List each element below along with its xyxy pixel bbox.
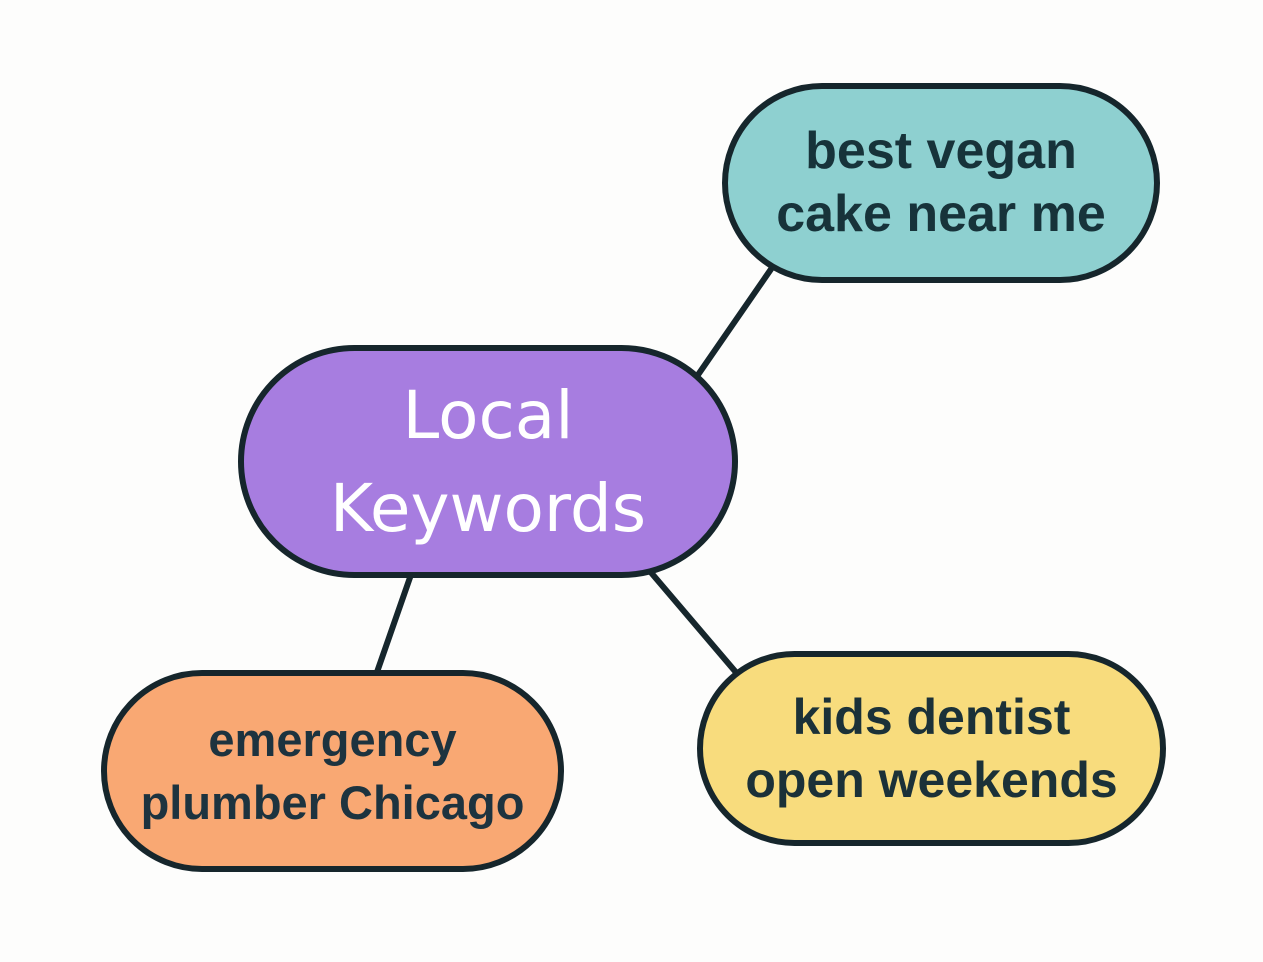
node-emergency-plumber-chicago-line-2: plumber Chicago <box>140 776 525 829</box>
node-best-vegan-cake-near-me: best vegan cake near me <box>722 83 1160 283</box>
node-best-vegan-cake-near-me-line-1: best vegan <box>805 122 1077 180</box>
node-local-keywords-line-2: Keywords <box>329 469 647 547</box>
node-emergency-plumber-chicago-line-1: emergency <box>208 713 457 766</box>
node-local-keywords: Local Keywords <box>238 345 738 578</box>
node-local-keywords-line-1: Local <box>402 376 574 454</box>
node-emergency-plumber-chicago: emergency plumber Chicago <box>101 670 564 872</box>
edge-local-keywords-to-best-vegan-cake-near-me <box>679 243 790 401</box>
node-best-vegan-cake-near-me-line-2: cake near me <box>776 185 1106 243</box>
node-kids-dentist-open-weekends-line-1: kids dentist <box>792 688 1071 745</box>
node-kids-dentist-open-weekends: kids dentist open weekends <box>697 651 1166 846</box>
node-kids-dentist-open-weekends-line-2: open weekends <box>745 751 1118 808</box>
